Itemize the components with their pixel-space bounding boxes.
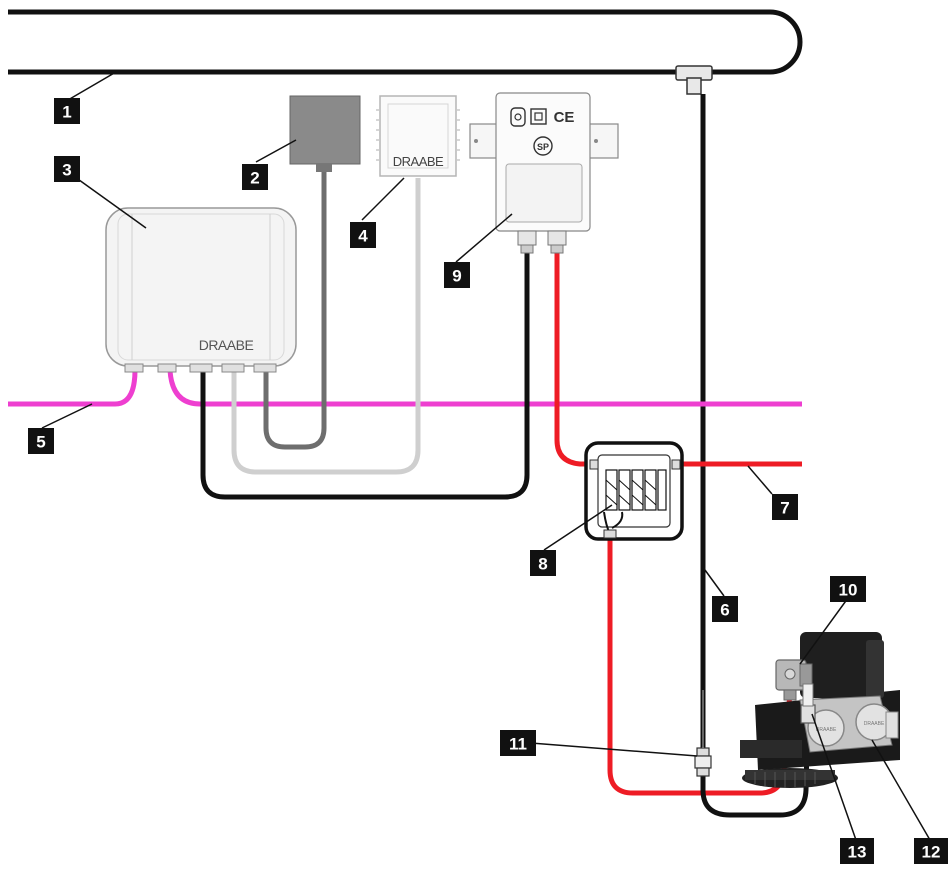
callout-10: 10 xyxy=(830,576,866,602)
valve-port-left xyxy=(807,709,845,747)
callout-13-label: 13 xyxy=(848,843,867,862)
callout-11-label: 11 xyxy=(509,735,527,754)
sensor-2-device xyxy=(289,95,361,172)
callout-1: 1 xyxy=(54,98,80,124)
power-cable-from-transformer xyxy=(554,252,596,467)
callout-7-label: 7 xyxy=(780,499,789,518)
callout-4-label: 4 xyxy=(358,227,368,246)
callout-2-label: 2 xyxy=(250,169,259,188)
svg-text:DRAABE: DRAABE xyxy=(816,727,837,733)
controller-3-device: DRAABE xyxy=(105,207,297,373)
callout-12: 12 xyxy=(914,838,948,864)
bus-cable-5 xyxy=(8,369,138,407)
solenoid-plug-10 xyxy=(775,659,813,701)
callout-8: 8 xyxy=(530,550,556,576)
leader-lines xyxy=(41,71,931,841)
bus-cable-5-through xyxy=(167,369,802,407)
callout-13: 13 xyxy=(840,838,874,864)
sensor-13-cable xyxy=(700,699,811,818)
callout-7: 7 xyxy=(772,494,798,520)
callout-11: 11 xyxy=(500,730,536,756)
controller-brand-label: DRAABE xyxy=(199,337,254,353)
callout-2: 2 xyxy=(242,164,268,190)
transformer-control-cable xyxy=(200,252,530,500)
callout-5: 5 xyxy=(28,428,54,454)
callout-12-label: 12 xyxy=(922,843,941,862)
sensor-4-cable xyxy=(231,178,421,475)
callout-5-label: 5 xyxy=(36,433,45,452)
junction-box-8-device xyxy=(584,441,684,541)
callout-9-label: 9 xyxy=(452,267,461,286)
ce-mark: CE xyxy=(554,109,575,126)
sensor-4-brand-label: DRAABE xyxy=(393,154,444,169)
t-piece-connector xyxy=(675,65,713,95)
csa-mark: SP xyxy=(537,142,549,152)
main-water-loop-pipe xyxy=(8,9,803,75)
callout-1-label: 1 xyxy=(62,103,71,122)
callout-8-label: 8 xyxy=(538,555,547,574)
sensor-4-device: DRAABE xyxy=(376,95,460,177)
sensor-13-device xyxy=(800,683,816,724)
sensor-2-cable xyxy=(263,170,327,450)
callout-9: 9 xyxy=(444,262,470,288)
transformer-9-device: CE SP xyxy=(469,92,619,254)
callout-3-label: 3 xyxy=(62,161,71,180)
callout-10-label: 10 xyxy=(839,581,858,600)
safety-marks: CE SP xyxy=(510,107,575,156)
callout-6-label: 6 xyxy=(720,601,729,620)
svg-text:DRAABE: DRAABE xyxy=(864,721,885,727)
inline-fitting-11 xyxy=(694,690,712,777)
solenoid-valve-12: DRAABE DRAABE xyxy=(740,632,900,788)
callout-3: 3 xyxy=(54,156,80,182)
callout-6: 6 xyxy=(712,596,738,622)
callout-4: 4 xyxy=(350,222,376,248)
